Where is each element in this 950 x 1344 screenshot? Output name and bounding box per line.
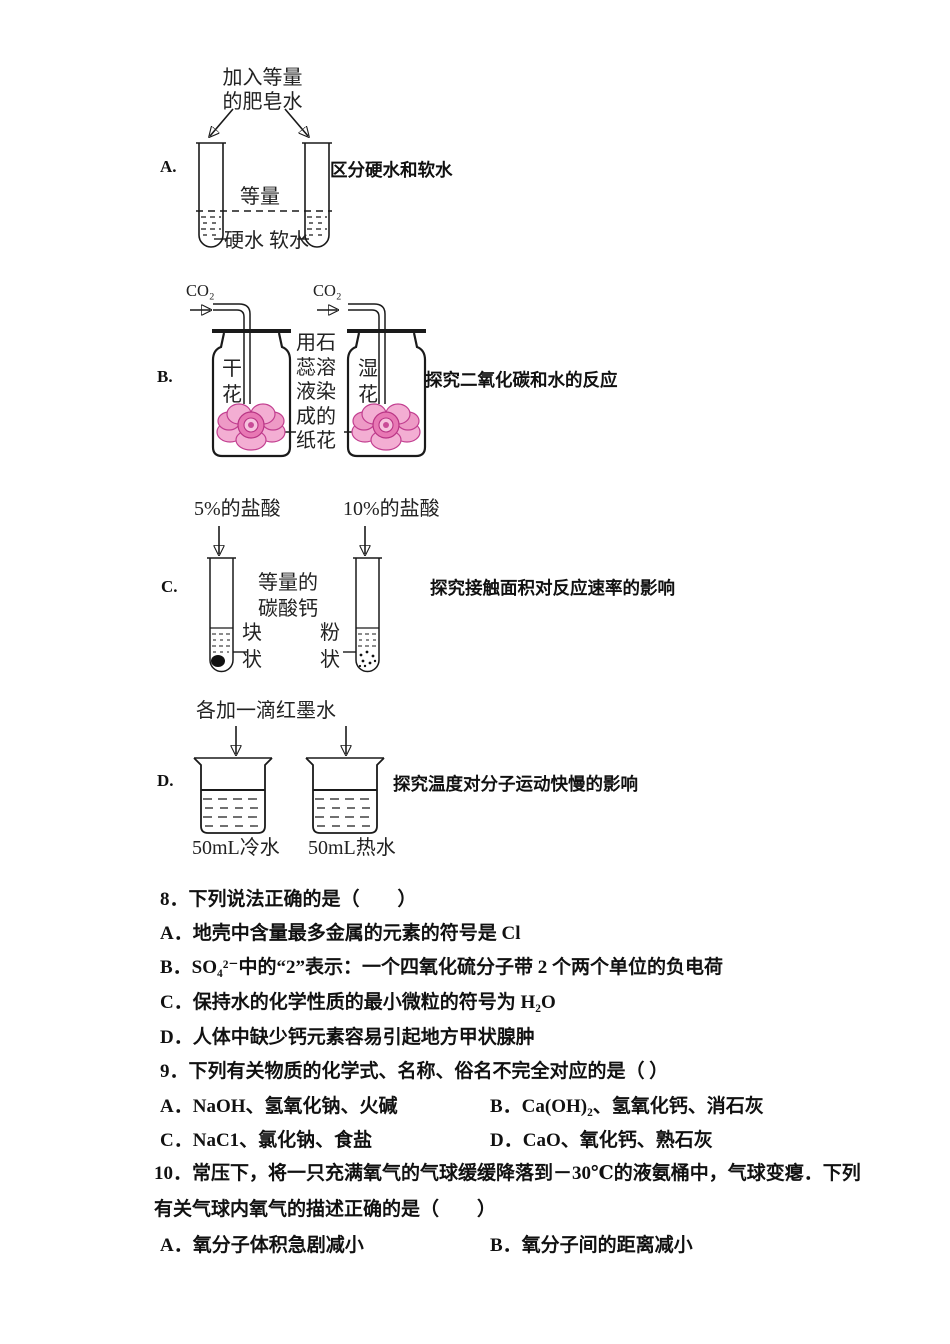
- option-c-description: 探究接触面积对反应速率的影响: [430, 578, 675, 598]
- question-8-option-c: C．保持水的化学性质的最小微粒的符号为 H₂O: [160, 992, 556, 1013]
- option-c-letter: C.: [161, 577, 178, 596]
- co2-flower-jars-diagram: [190, 303, 427, 458]
- paper-flower-left: [216, 403, 286, 451]
- jar-dry-flower: [211, 303, 292, 458]
- question-10-option-a: A．氧分子体积急剧减小: [160, 1235, 364, 1256]
- arrow-down-right-icon: [284, 108, 308, 136]
- arrow-down-left-icon: [210, 108, 234, 136]
- jar-wet-flower: [346, 303, 427, 458]
- hot-water-label: 50mL热水: [308, 837, 396, 859]
- equal-amount-label: 等量: [240, 186, 280, 208]
- lump-state-label: 块状: [242, 622, 262, 671]
- acid-5-label: 5%的盐酸: [194, 498, 281, 520]
- option-a-description: 区分硬水和软水: [330, 160, 453, 180]
- red-ink-annotation: 各加一滴红墨水: [196, 700, 336, 722]
- beaker-hot-water: [305, 757, 385, 834]
- question-8-option-d: D．人体中缺少钙元素容易引起地方甲状腺肿: [160, 1027, 535, 1048]
- option-b-letter: B.: [157, 367, 173, 386]
- question-9-option-c: C．NaC1、氯化钠、食盐: [160, 1130, 373, 1151]
- test-tube-lump: [207, 557, 236, 673]
- question-9-option-d: D．CaO、氧化钙、熟石灰: [490, 1130, 713, 1151]
- acid-10-label: 10%的盐酸: [343, 498, 440, 520]
- test-tube-hard-water: [196, 142, 226, 248]
- co2-label-right: CO₂: [313, 281, 342, 300]
- question-10-stem-line1: 10．常压下，将一只充满氧气的气球缓缓降落到－30℃的液氨桶中，气球变瘪．下列: [154, 1163, 861, 1184]
- option-a-letter: A.: [160, 157, 177, 176]
- question-9-stem: 9．下列有关物质的化学式、名称、俗名不完全对应的是（ ）: [160, 1061, 669, 1082]
- question-10-option-b: B．氧分子间的距离减小: [490, 1235, 693, 1256]
- option-d-letter: D.: [157, 771, 174, 790]
- hard-soft-water-diagram: [196, 108, 332, 248]
- acid-carbonate-diagram: [207, 526, 382, 673]
- co2-label-left: CO₂: [186, 281, 215, 300]
- powder-state-label: 粉状: [320, 622, 340, 671]
- question-9-option-a: A．NaOH、氢氧化钠、火碱: [160, 1096, 398, 1117]
- paper-flower-right: [351, 403, 421, 451]
- hard-soft-water-label: 硬水 软水: [224, 230, 309, 252]
- question-9-option-b: B．Ca(OH)₂、氢氧化钙、消石灰: [490, 1096, 764, 1117]
- litmus-paper-flower-annotation: 用石蕊溶液染成的纸花: [296, 332, 336, 452]
- equal-carbonate-annotation: 等量的 碳酸钙: [258, 572, 318, 620]
- beaker-cold-water: [193, 757, 273, 834]
- test-tube-powder: [353, 557, 382, 673]
- ink-in-water-diagram: [193, 726, 385, 834]
- soap-water-annotation: 加入等量 的肥皂水: [222, 67, 303, 113]
- question-10-stem-line2: 有关气球内氧气的描述正确的是（ ）: [154, 1199, 497, 1220]
- question-8-option-b: B．SO₄²⁻中的“2”表示：一个四氧化硫分子带 2 个两个单位的负电荷: [160, 957, 723, 978]
- wet-flower-label: 湿花: [358, 358, 378, 406]
- test-tube-soft-water: [302, 142, 332, 248]
- question-8-stem: 8．下列说法正确的是（ ）: [160, 889, 417, 910]
- option-d-description: 探究温度对分子运动快慢的影响: [393, 774, 638, 794]
- cold-water-label: 50mL冷水: [192, 837, 280, 859]
- question-8-option-a: A．地壳中含量最多金属的元素的符号是 Cl: [160, 923, 521, 944]
- dry-flower-label: 干花: [222, 358, 242, 406]
- option-b-description: 探究二氧化碳和水的反应: [425, 370, 618, 390]
